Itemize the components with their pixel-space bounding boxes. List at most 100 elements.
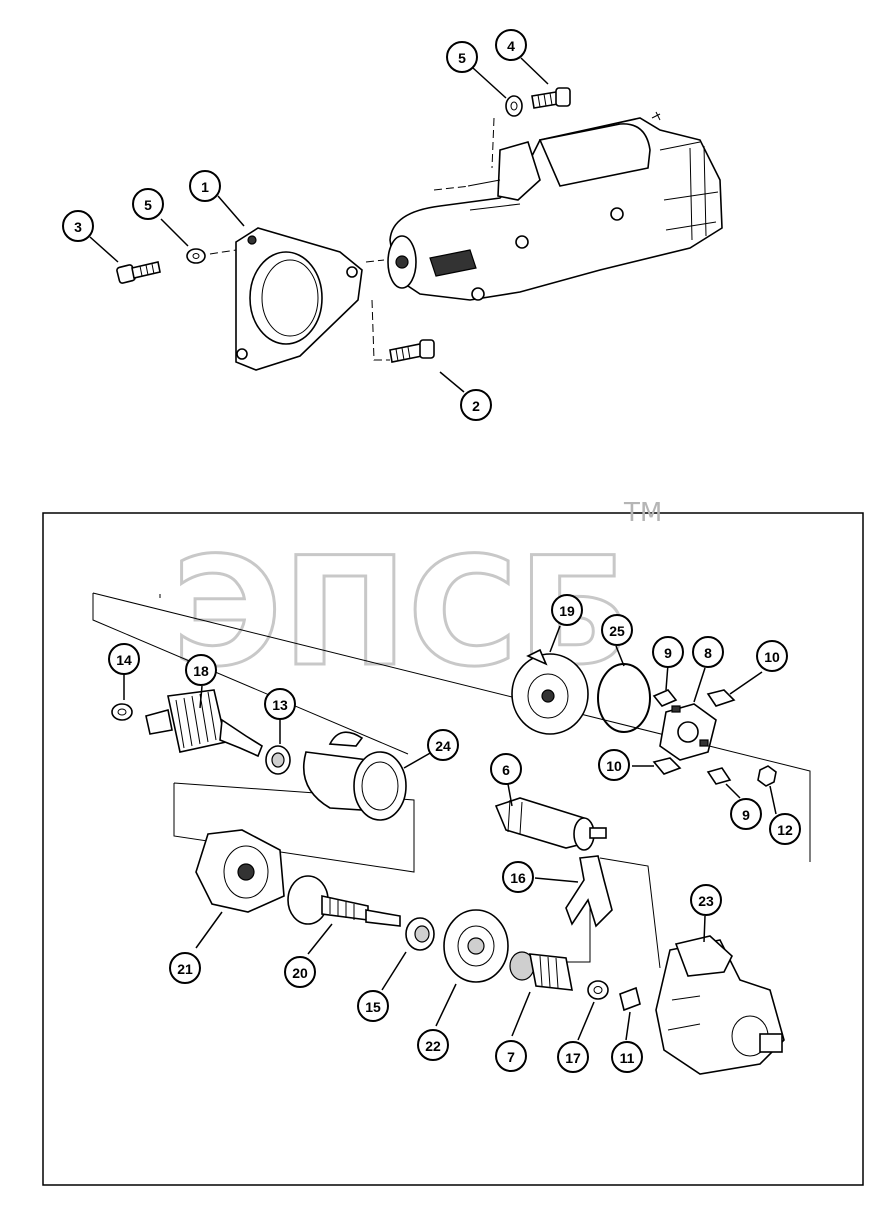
callout-circle bbox=[460, 389, 492, 421]
detail-frame bbox=[42, 512, 864, 1186]
nut-12 bbox=[757, 765, 777, 787]
watermark: ЭПСБ TM bbox=[171, 498, 663, 702]
callout-circle bbox=[495, 29, 527, 61]
bolt-3 bbox=[116, 261, 161, 284]
callout-11: 11 bbox=[611, 1041, 643, 1073]
callout-number: 13 bbox=[272, 697, 288, 713]
mounting-flange bbox=[235, 227, 363, 371]
callout-3: 3 bbox=[62, 210, 94, 242]
callout-circle bbox=[769, 813, 801, 845]
callout-circle bbox=[108, 643, 140, 675]
exploded-guide-housing bbox=[599, 857, 661, 969]
callout-circle bbox=[169, 952, 201, 984]
spring-9-bottom bbox=[706, 767, 732, 785]
armature-18 bbox=[145, 689, 263, 758]
callout-circle bbox=[446, 41, 478, 73]
callout-14: 14 bbox=[108, 643, 140, 675]
plate-22 bbox=[443, 909, 509, 983]
callout-circle bbox=[692, 636, 724, 668]
callout-circle bbox=[185, 654, 217, 686]
callout-16: 16 bbox=[502, 861, 534, 893]
pinion-7 bbox=[509, 951, 573, 991]
bush-11 bbox=[619, 986, 641, 1012]
callout-number: 1 bbox=[201, 179, 209, 195]
housing-23 bbox=[655, 935, 785, 1075]
solenoid-6 bbox=[494, 797, 607, 851]
bolt-4 bbox=[531, 87, 571, 109]
callout-circle bbox=[264, 688, 296, 720]
callout-circle bbox=[495, 1040, 527, 1072]
fork-16 bbox=[565, 855, 613, 928]
callout-19: 19 bbox=[551, 594, 583, 626]
upper-assembly bbox=[116, 87, 723, 371]
callout-circle bbox=[601, 614, 633, 646]
callout-number: 14 bbox=[116, 652, 132, 668]
callout-number: 10 bbox=[606, 758, 622, 774]
end-frame-19 bbox=[511, 648, 589, 735]
callout-number: 5 bbox=[144, 197, 152, 213]
leader-lines bbox=[89, 57, 777, 1041]
callout-number: 4 bbox=[507, 38, 515, 54]
bush-14 bbox=[111, 703, 133, 721]
guide-line bbox=[365, 259, 385, 263]
callout-5: 5 bbox=[132, 188, 164, 220]
callout-circle bbox=[756, 640, 788, 672]
callout-9: 9 bbox=[730, 798, 762, 830]
callout-8: 8 bbox=[692, 636, 724, 668]
callout-20: 20 bbox=[284, 956, 316, 988]
callout-number: 6 bbox=[502, 762, 510, 778]
callout-17: 17 bbox=[557, 1041, 589, 1073]
callout-9: 9 bbox=[652, 636, 684, 668]
bolt-2 bbox=[389, 339, 435, 363]
callout-circle bbox=[611, 1041, 643, 1073]
callout-10: 10 bbox=[756, 640, 788, 672]
callout-number: 5 bbox=[458, 50, 466, 66]
callout-circle bbox=[730, 798, 762, 830]
callout-4: 4 bbox=[495, 29, 527, 61]
callout-circle bbox=[357, 990, 389, 1022]
callout-circle bbox=[557, 1041, 589, 1073]
watermark-tm: TM bbox=[623, 498, 662, 528]
guide-line bbox=[433, 185, 471, 191]
callout-12: 12 bbox=[769, 813, 801, 845]
callout-circle bbox=[490, 753, 522, 785]
callout-1: 1 bbox=[189, 170, 221, 202]
callout-10: 10 bbox=[598, 749, 630, 781]
brush-10-mid bbox=[652, 757, 682, 775]
shaft-20 bbox=[287, 875, 401, 927]
callout-circle bbox=[551, 594, 583, 626]
callout-number: 24 bbox=[435, 738, 451, 754]
guide-line bbox=[209, 249, 237, 255]
callout-number: 7 bbox=[507, 1049, 515, 1065]
callout-2: 2 bbox=[460, 389, 492, 421]
callout-number: 18 bbox=[193, 663, 209, 679]
callout-number: 3 bbox=[74, 219, 82, 235]
callout-circle bbox=[652, 636, 684, 668]
starter-motor bbox=[387, 111, 723, 301]
callout-circle bbox=[502, 861, 534, 893]
brush-holder-8 bbox=[659, 703, 717, 761]
spring-9-top bbox=[652, 689, 678, 707]
callout-circle bbox=[690, 884, 722, 916]
yoke-24 bbox=[302, 731, 407, 821]
callout-circle bbox=[132, 188, 164, 220]
collar-17 bbox=[587, 980, 609, 1000]
callout-13: 13 bbox=[264, 688, 296, 720]
callout-18: 18 bbox=[185, 654, 217, 686]
callout-number: 21 bbox=[177, 961, 193, 977]
callout-number: 17 bbox=[565, 1050, 581, 1066]
callout-number: 12 bbox=[777, 822, 793, 838]
lower-parts bbox=[111, 648, 785, 1075]
callout-circle bbox=[284, 956, 316, 988]
drive-end-bracket-21 bbox=[195, 829, 285, 913]
callout-23: 23 bbox=[690, 884, 722, 916]
callout-5: 5 bbox=[446, 41, 478, 73]
callout-circle bbox=[598, 749, 630, 781]
brush-10-top bbox=[706, 689, 736, 707]
callout-circle bbox=[417, 1029, 449, 1061]
callout-number: 2 bbox=[472, 398, 480, 414]
callout-number: 10 bbox=[764, 649, 780, 665]
